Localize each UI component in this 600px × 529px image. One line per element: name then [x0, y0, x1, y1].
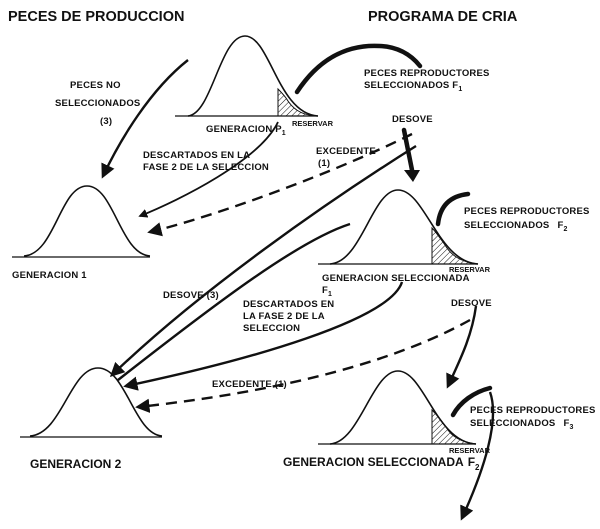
label-desove-2: DESOVE — [451, 298, 492, 309]
arrow-f1-to-gen2 — [117, 222, 351, 381]
header-programa-cria: PROGRAMA DE CRIA — [368, 9, 518, 25]
desove-1-arrowhead — [404, 170, 420, 182]
arrow-desove-2 — [446, 305, 478, 389]
label-generacion-2: GENERACION 2 — [30, 457, 122, 471]
arrow-excedente-2 — [135, 318, 471, 413]
label-reservar-1: RESERVAR — [292, 119, 334, 128]
hatched-reserve-f1 — [431, 226, 479, 265]
arrow-continuation — [460, 391, 495, 521]
arrow-desove-3 — [109, 144, 417, 378]
label-gen-sel-f1: GENERACION SELECCIONADA — [322, 273, 470, 284]
label-peces-no-sel-3: (3) — [100, 116, 112, 127]
arrow-no-seleccionados — [101, 59, 189, 179]
label-excedente-1: EXCEDENTE — [316, 146, 376, 157]
bell-curve-generacion-1 — [12, 185, 151, 258]
bell-curve-f1 — [318, 189, 479, 265]
label-desove-3: DESOVE (3) — [163, 290, 219, 301]
label-reproductores-2a: PECES REPRODUCTORES — [464, 206, 590, 217]
label-descartados-2b: LA FASE 2 DE LA — [243, 311, 325, 322]
label-descartados-1b: FASE 2 DE LA SELECCION — [143, 162, 269, 173]
label-reproductores-1a: PECES REPRODUCTORES — [364, 68, 490, 79]
header-produccion: PECES DE PRODUCCION — [8, 9, 184, 25]
label-reproductores-3a: PECES REPRODUCTORES — [470, 405, 596, 416]
label-descartados-2a: DESCARTADOS EN — [243, 299, 334, 310]
label-reservar-3: RESERVAR — [449, 446, 491, 455]
bell-curve-p1 — [175, 35, 319, 117]
selected-breeders-f2-curve — [435, 191, 471, 227]
label-descartados-2c: SELECCION — [243, 323, 300, 334]
selected-breeders-f1-curve — [294, 43, 423, 95]
selected-breeders-f3-curve — [450, 385, 493, 418]
label-reservar-2: RESERVAR — [449, 265, 491, 274]
label-excedente-1-note: (1) — [318, 158, 330, 169]
label-gen-sel-f1-sub: F1 — [322, 285, 332, 298]
label-reproductores-1b: SELECCIONADOS F1 — [364, 80, 462, 93]
label-descartados-1a: DESCARTADOS EN LA — [143, 150, 250, 161]
label-peces-no-sel-1: PECES NO — [70, 80, 121, 91]
label-peces-no-sel-2: SELECCIONADOS — [55, 98, 140, 109]
arrow-descartados-2 — [123, 281, 404, 391]
label-generacion-1: GENERACION 1 — [12, 270, 87, 281]
bell-curve-generacion-2 — [20, 367, 163, 438]
label-desove-1: DESOVE — [392, 114, 433, 125]
label-excedente-2: EXCEDENTE (1) — [212, 379, 287, 390]
arrow-descartados-1 — [138, 121, 279, 218]
label-generacion-p1: GENERACION P1 — [206, 124, 286, 137]
bell-curve-f2 — [318, 370, 477, 445]
